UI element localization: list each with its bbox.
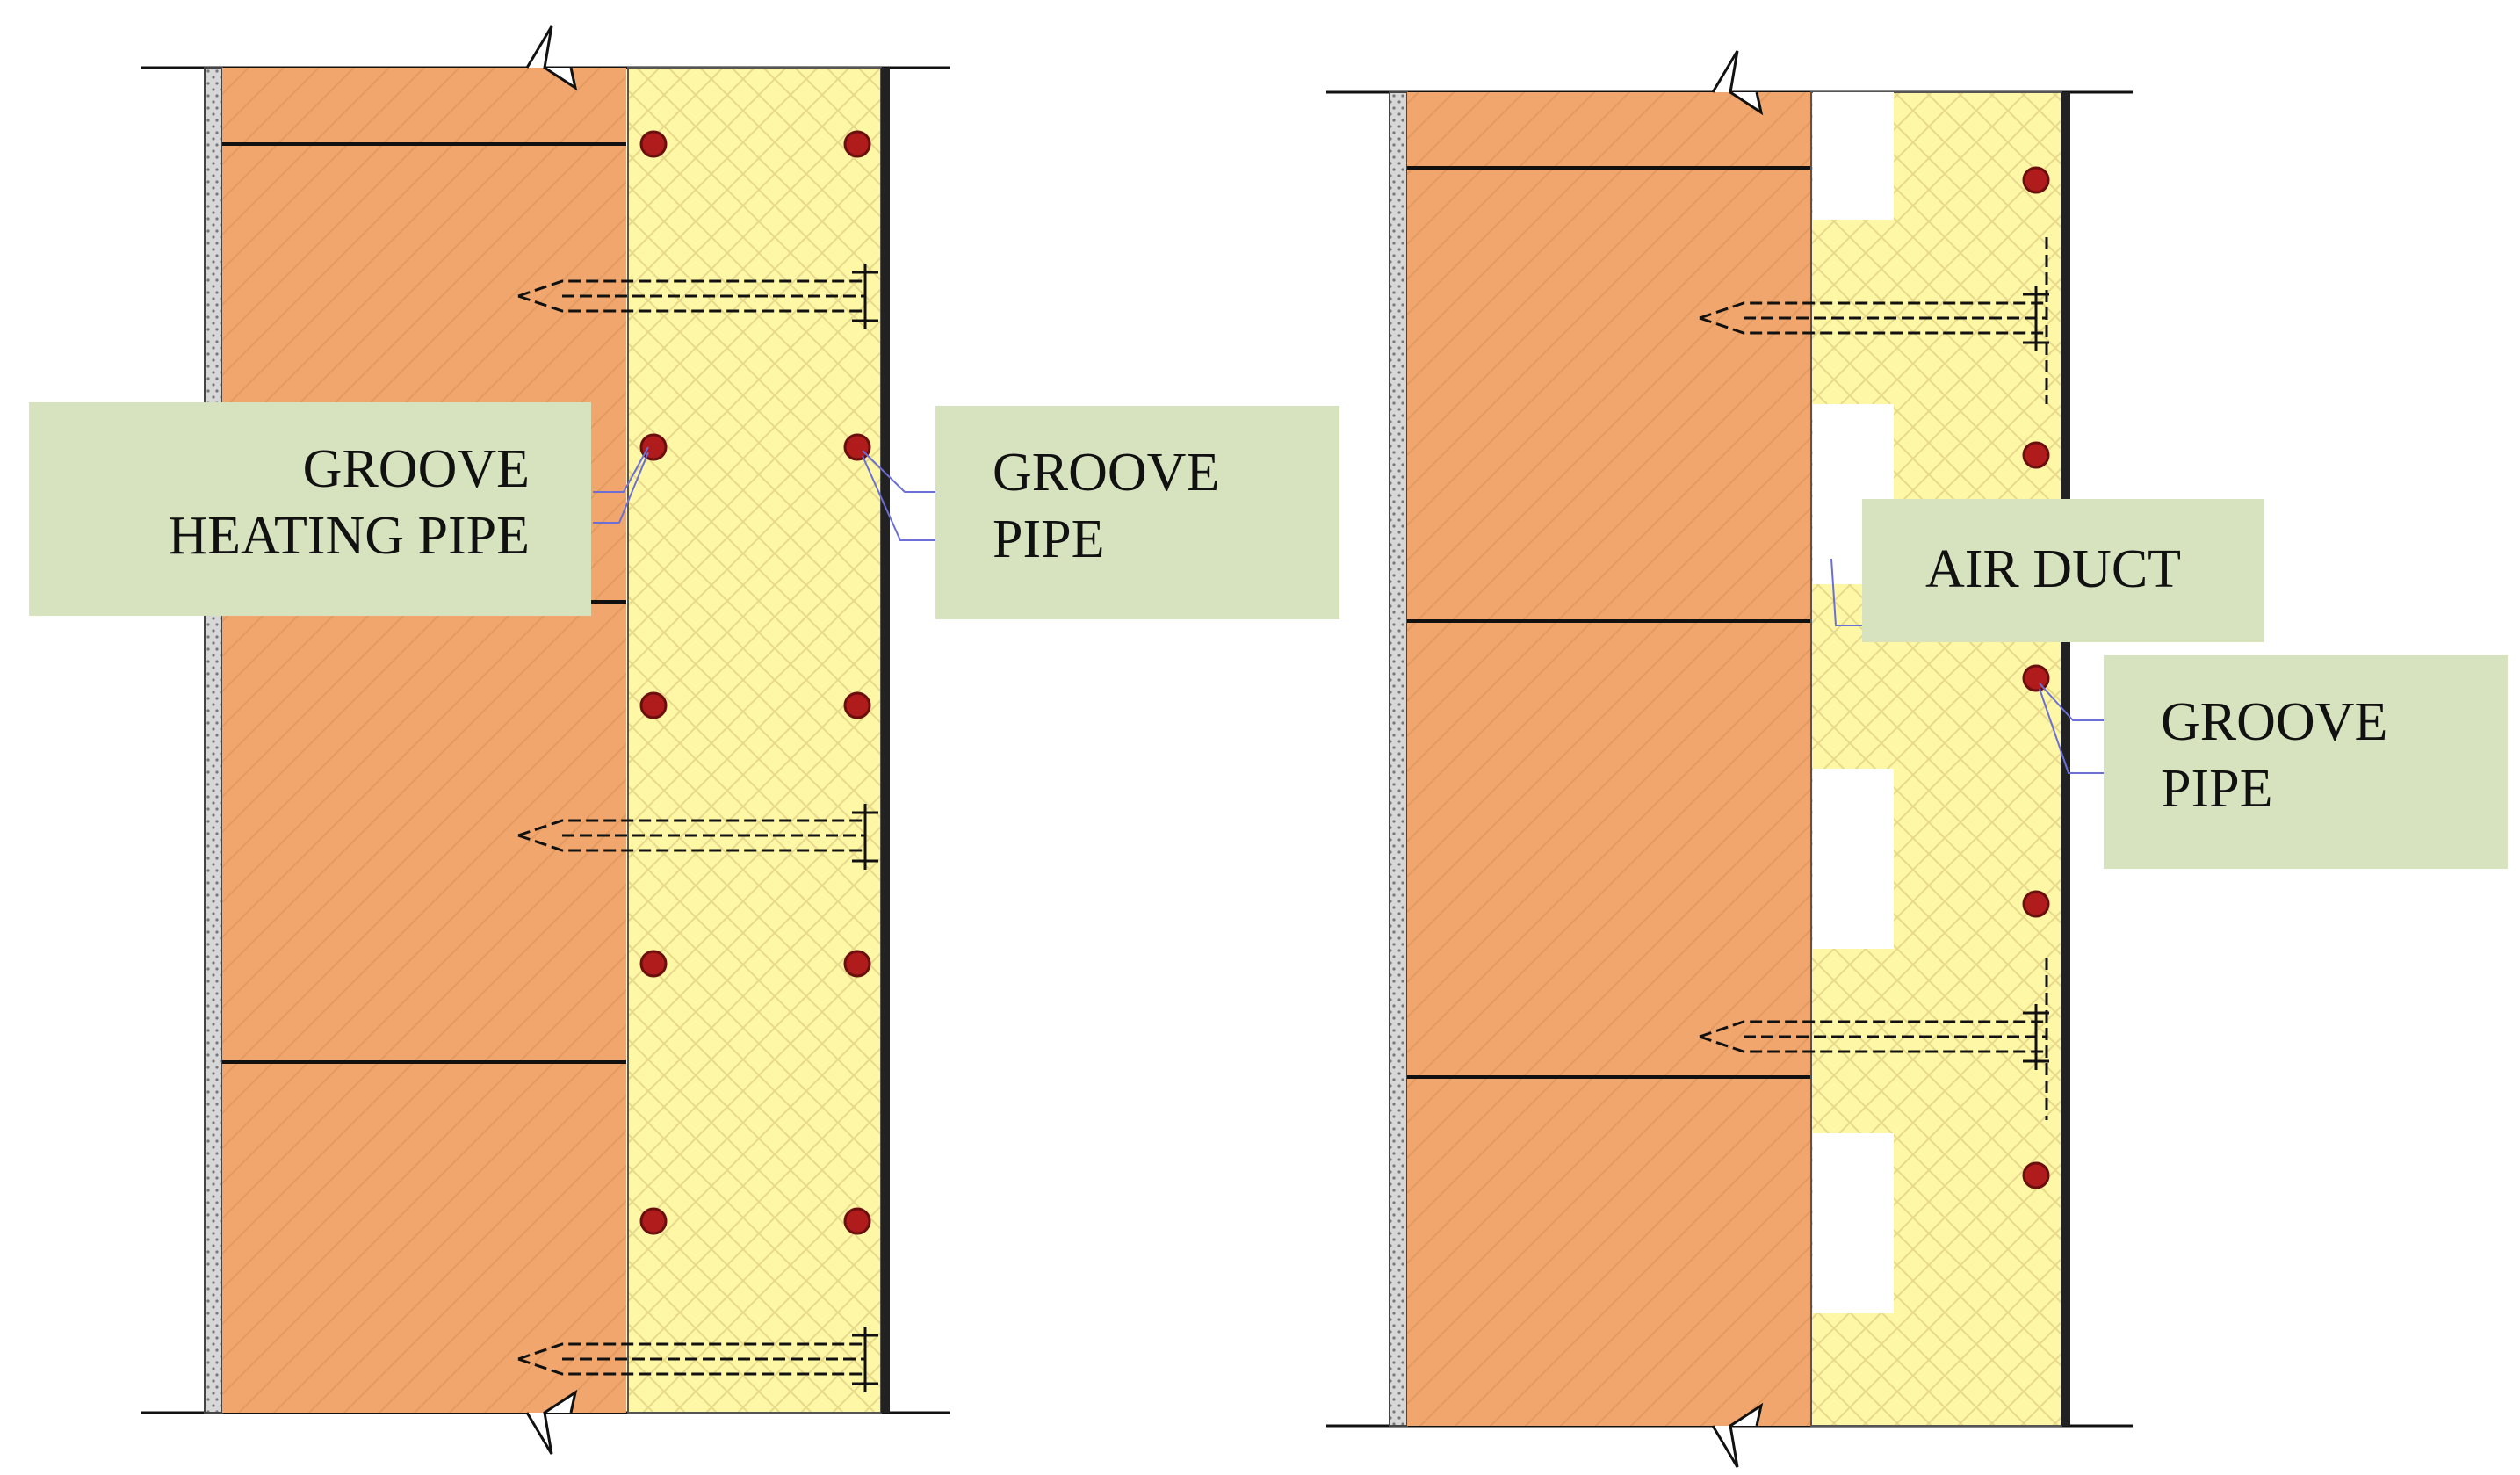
label-line-2: HEATING PIPE: [168, 506, 530, 566]
plaster-layer: [204, 67, 223, 1414]
anchor-heads-right: [2023, 286, 2049, 1070]
brick-wall-right: [1407, 92, 1811, 1426]
brick-wall: [222, 68, 626, 1413]
label-line-1: GROOVE: [993, 443, 1220, 503]
label-line-2: PIPE: [993, 510, 1105, 569]
label-line-2: PIPE: [2161, 759, 2273, 819]
label-line-1: GROOVE: [302, 439, 530, 499]
leaders-right: [1830, 558, 2104, 774]
label-groove-pipe-left: GROOVE PIPE: [935, 406, 1339, 619]
right-wall-section: [1326, 50, 2133, 1468]
leaders-left: [593, 446, 935, 541]
label-line-1: GROOVE: [2161, 692, 2388, 752]
anchor-heads-left: [852, 264, 878, 1392]
air-ducts: [1813, 92, 1894, 1313]
anchors-right: [1699, 237, 2048, 1120]
label-line-1: AIR DUCT: [1925, 539, 2182, 599]
label-groove-pipe-right: GROOVE PIPE: [2104, 655, 2508, 869]
insulation-layer: [627, 67, 882, 1414]
pipes-right: [2022, 166, 2050, 1189]
outer-render-layer: [881, 68, 890, 1413]
left-wall-section: [141, 25, 950, 1455]
outer-render-layer-right: [2061, 92, 2070, 1426]
pipes-left: [639, 130, 871, 1235]
label-air-duct: AIR DUCT: [1862, 499, 2264, 642]
label-groove-heating-pipe: GROOVE HEATING PIPE: [29, 402, 591, 616]
anchors-left: [517, 279, 865, 1376]
break-mark-top: [525, 25, 578, 91]
plaster-layer-right: [1389, 91, 1408, 1427]
break-mark-bottom: [525, 1389, 578, 1455]
